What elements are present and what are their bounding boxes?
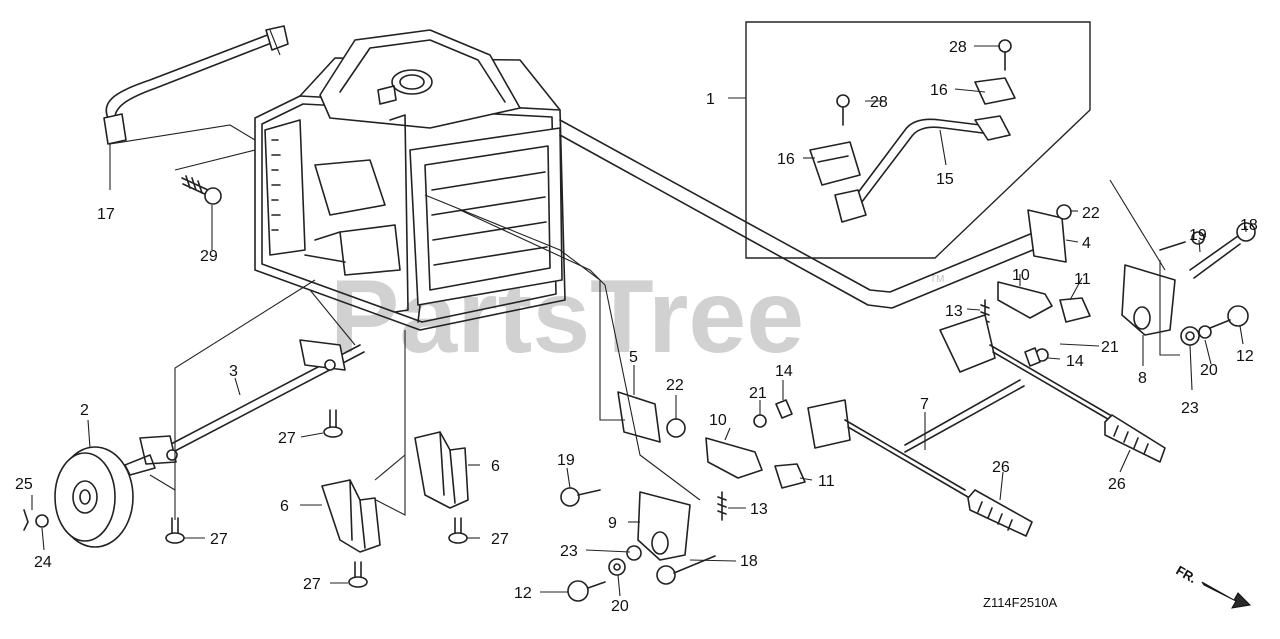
callout-16-lower: 16 xyxy=(777,151,795,168)
bolt-29 xyxy=(181,175,222,205)
callout-17: 17 xyxy=(97,206,115,223)
bracket-8 xyxy=(1121,264,1176,336)
bolts-27 xyxy=(165,409,468,588)
handle-7 xyxy=(807,314,1114,498)
handle-15 xyxy=(834,115,1011,223)
callout-4: 4 xyxy=(1082,235,1091,252)
bracket-4 xyxy=(1027,204,1072,263)
callout-14-lower: 14 xyxy=(775,363,793,380)
callout-27-foot: 27 xyxy=(303,576,321,593)
callout-5: 5 xyxy=(629,349,638,366)
callout-14-right: 14 xyxy=(1066,353,1084,370)
callout-7: 7 xyxy=(920,396,929,413)
callout-6-left: 6 xyxy=(280,498,289,515)
assembly-1-box xyxy=(745,21,1091,259)
callout-18-lower: 18 xyxy=(740,553,758,570)
callout-12-lower: 12 xyxy=(514,585,532,602)
watermark: PartsTree xyxy=(330,259,804,375)
callout-26-right: 26 xyxy=(1108,476,1126,493)
callout-10-upper: 10 xyxy=(1012,267,1030,284)
callout-19-right: 19 xyxy=(1189,227,1207,244)
washer-24 xyxy=(35,514,49,528)
callout-19-lower: 19 xyxy=(557,452,575,469)
callout-27-wheel: 27 xyxy=(210,531,228,548)
latch-10-11-13 xyxy=(980,281,1091,331)
watermark-trademark: TM xyxy=(930,274,944,285)
callout-1: 1 xyxy=(706,91,715,108)
callout-11-lower: 11 xyxy=(818,473,835,490)
callout-28-lower: 28 xyxy=(870,94,888,111)
grips-26 xyxy=(967,414,1166,537)
latch-10-lower xyxy=(705,399,806,521)
callout-21-right: 21 xyxy=(1101,339,1119,356)
callout-10-lower: 10 xyxy=(709,412,727,429)
callout-12-right: 12 xyxy=(1236,348,1254,365)
clamps-16 xyxy=(809,77,1016,186)
diagram-code: Z114F2510A xyxy=(983,595,1058,610)
callout-22-lower: 22 xyxy=(666,377,684,394)
callout-23-right: 23 xyxy=(1181,400,1199,417)
front-direction-arrow-icon xyxy=(1201,581,1252,609)
leader-lines xyxy=(31,29,1247,597)
callout-29: 29 xyxy=(200,248,218,265)
callout-8: 8 xyxy=(1138,370,1147,387)
callout-28-upper: 28 xyxy=(949,39,967,56)
frame-rail xyxy=(559,119,1046,309)
axle-3 xyxy=(124,339,365,476)
nuts-14-21 xyxy=(1024,347,1049,367)
callout-20-lower: 20 xyxy=(611,598,629,615)
callout-labels: 1 2 3 4 5 6 6 7 8 9 10 10 11 11 12 12 13… xyxy=(15,39,1258,615)
callout-26-lower: 26 xyxy=(992,459,1010,476)
callout-2: 2 xyxy=(80,402,89,419)
generator-body xyxy=(254,29,566,331)
callout-13-lower: 13 xyxy=(750,501,768,518)
callout-25: 25 xyxy=(15,476,33,493)
callout-27-axle: 27 xyxy=(278,430,296,447)
callout-20-right: 20 xyxy=(1200,362,1218,379)
callout-23-lower: 23 xyxy=(560,543,578,560)
callout-6-right: 6 xyxy=(491,458,500,475)
callout-11-upper: 11 xyxy=(1074,271,1091,288)
callout-27-right-foot: 27 xyxy=(491,531,509,548)
front-direction-label: FR. xyxy=(1174,563,1200,586)
pin-25 xyxy=(23,509,29,531)
callout-16-upper: 16 xyxy=(930,82,948,99)
callout-15: 15 xyxy=(936,171,954,188)
callout-22-upper: 22 xyxy=(1082,205,1100,222)
feet-6 xyxy=(321,431,469,553)
bracket-9 xyxy=(637,491,691,561)
bolts-28 xyxy=(836,39,1012,126)
carry-handle-17 xyxy=(103,25,289,145)
bracket-5 xyxy=(617,391,686,443)
wheel-2 xyxy=(54,446,134,548)
callout-24: 24 xyxy=(34,554,52,571)
callout-9: 9 xyxy=(608,515,617,532)
front-direction-indicator: FR. xyxy=(1174,563,1252,609)
lower-fasteners xyxy=(560,487,716,602)
callout-3: 3 xyxy=(229,363,238,380)
callout-18-right: 18 xyxy=(1240,217,1258,234)
callout-21-lower: 21 xyxy=(749,385,767,402)
callout-13-upper: 13 xyxy=(945,303,963,320)
bolts-18-19-12 xyxy=(1159,222,1256,346)
